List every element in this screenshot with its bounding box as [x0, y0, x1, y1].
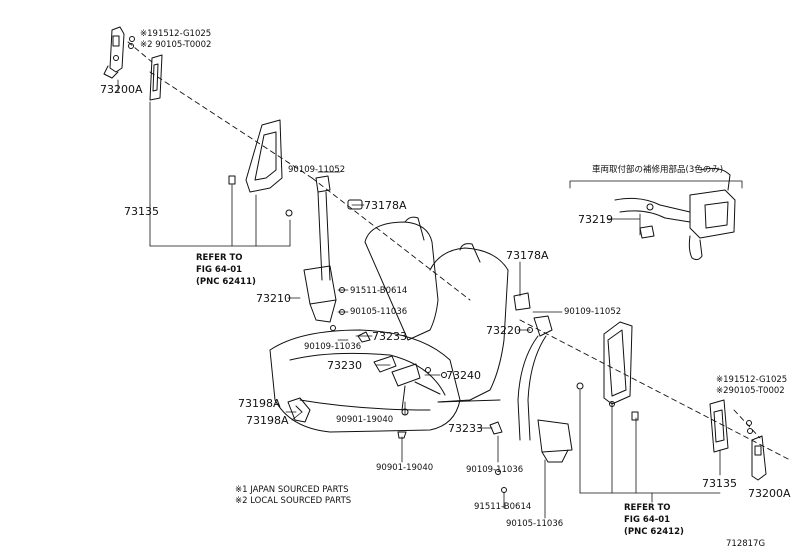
part-label: 73219 [578, 213, 613, 226]
buckles-center [357, 331, 447, 439]
note-line: ※1 JAPAN SOURCED PARTS [235, 485, 349, 495]
part-label: 73198A [246, 414, 289, 427]
belt-right [489, 292, 573, 493]
fastener-label: 90109-11052 [288, 165, 346, 175]
note-line: ※2 LOCAL SOURCED PARTS [235, 496, 352, 506]
ref-line: REFER TO [624, 503, 671, 513]
leader-lines [117, 79, 721, 519]
part-label: 73135 [124, 205, 159, 218]
part-label: 73233 [448, 422, 483, 435]
seat [269, 216, 509, 433]
ref-line: (PNC 62411) [196, 277, 256, 287]
part-label: 73200A [100, 83, 143, 96]
part-label: 73178A [364, 199, 407, 212]
diagram-code: 712817G [726, 539, 766, 549]
inset-title: 車両取付部の補修用部品(3色のみ) [592, 165, 724, 175]
fastener-label: 90109-11036 [304, 342, 362, 352]
part-label: 73200A [748, 487, 791, 500]
ref-line: FIG 64-01 [624, 515, 671, 525]
part-label: 73233 [372, 330, 407, 343]
pillar-trim-right [576, 321, 639, 421]
fastener-label: ※191512-G1025 [716, 375, 788, 385]
part-label: 73135 [702, 477, 737, 490]
fastener-label: 90105-11036 [350, 307, 408, 317]
fastener-label: 90105-11036 [506, 519, 564, 529]
ref-line: REFER TO [196, 253, 243, 263]
fastener-label: 90901-19040 [336, 415, 394, 425]
ref-line: FIG 64-01 [196, 265, 243, 275]
fastener-label: 90901-19040 [376, 463, 434, 473]
part-label: 73240 [446, 369, 481, 382]
fastener-label: 91511-B0614 [350, 286, 408, 296]
anchor-right [709, 399, 767, 481]
part-label: 73210 [256, 292, 291, 305]
belt-left [303, 175, 363, 331]
inset-73219 [569, 167, 743, 261]
fastener-label: ※191512-G1025 [140, 29, 212, 39]
anchor-top-left [103, 26, 135, 79]
fastener-label: 90109-11052 [564, 307, 622, 317]
cover-top-left [149, 54, 163, 101]
part-label: 73220 [486, 324, 521, 337]
part-label: 73230 [327, 359, 362, 372]
part-label: 73178A [506, 249, 549, 262]
fastener-label: ※290105-T0002 [716, 386, 785, 396]
bracket-73198a [287, 397, 311, 423]
pillar-trim-left [228, 119, 293, 217]
part-label: 73198A [238, 397, 281, 410]
fastener-label: 90109-11036 [466, 465, 524, 475]
ref-line: (PNC 62412) [624, 527, 684, 537]
fastener-label: ※2 90105-T0002 [140, 40, 212, 50]
fastener-label: 91511-B0614 [474, 502, 532, 512]
